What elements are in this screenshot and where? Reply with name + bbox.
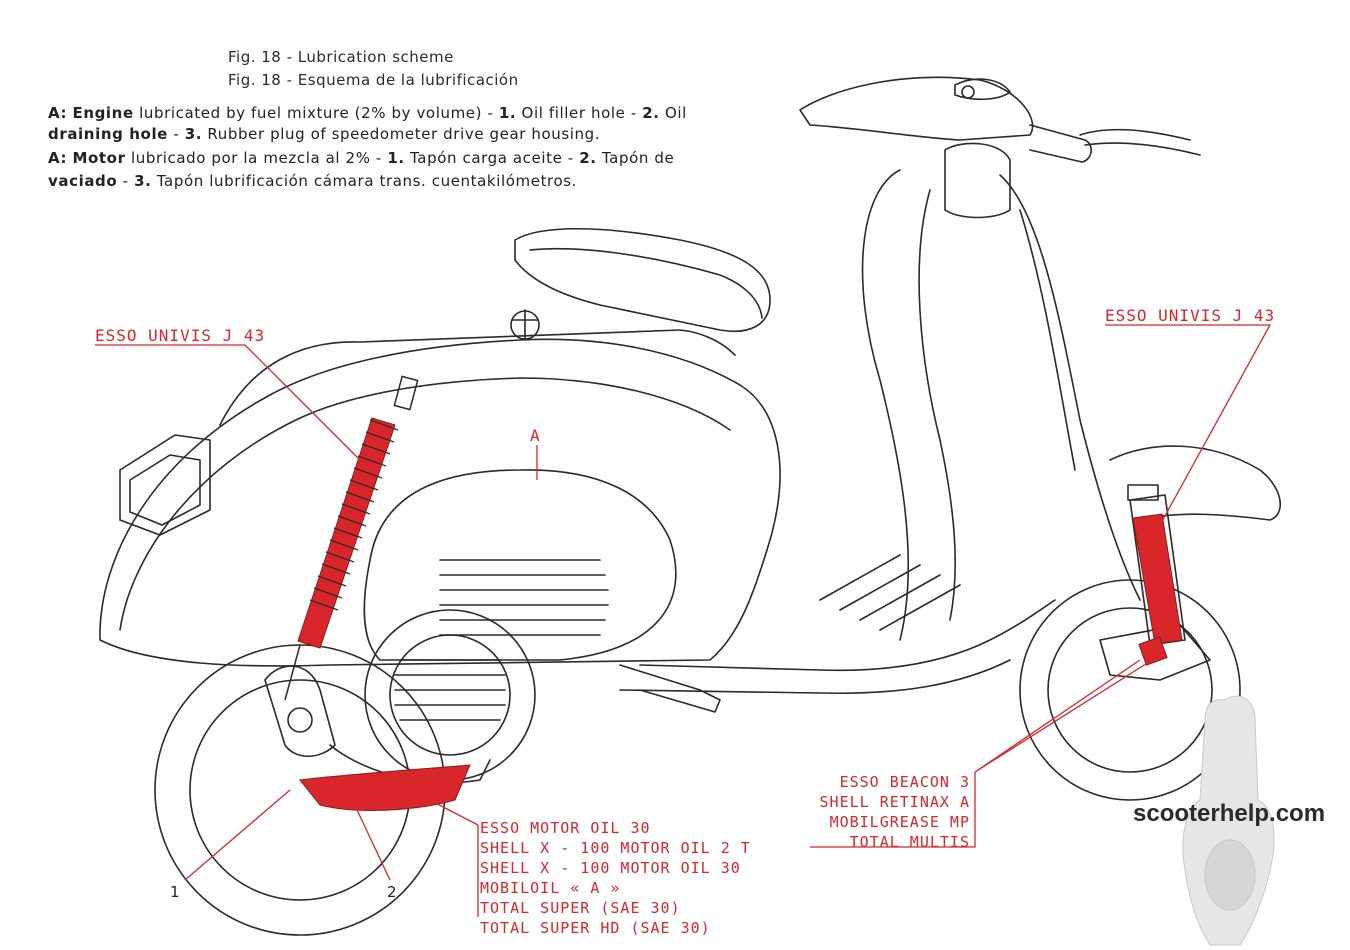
legend-english-line2: draining hole - 3. Rubber plug of speedo… bbox=[48, 125, 601, 143]
rear-shock-spring bbox=[309, 419, 399, 611]
seat-outline bbox=[514, 227, 771, 332]
floor-rails bbox=[819, 554, 961, 631]
hub-grease-item: SHELL RETINAX A bbox=[819, 793, 970, 811]
callout-2-oil-drain: 2 bbox=[387, 883, 397, 901]
engine-oil-item: SHELL X - 100 MOTOR OIL 30 bbox=[480, 859, 741, 877]
engine-label-A: A bbox=[530, 426, 541, 445]
rear-body-top-trim bbox=[219, 329, 736, 426]
legend-key: A: bbox=[48, 104, 68, 122]
rear-body-inner bbox=[119, 377, 731, 631]
legend-spanish-line1: A: Motor lubricado por la mezcla al 2% -… bbox=[48, 149, 675, 167]
leader-callout-2 bbox=[349, 794, 391, 881]
watermark-text: scooterhelp.com bbox=[1133, 800, 1326, 827]
engine-oil-item: MOBILOIL « A » bbox=[480, 879, 621, 897]
caption-english: Fig. 18 - Lubrication scheme bbox=[228, 48, 454, 66]
legend-english-line1: A: Engine lubricated by fuel mixture (2%… bbox=[48, 104, 687, 122]
leg-shield bbox=[861, 169, 1141, 641]
engine-oil-item: TOTAL SUPER HD (SAE 30) bbox=[480, 919, 711, 937]
engine-cover bbox=[363, 469, 677, 661]
hub-cap-highlight bbox=[1138, 636, 1168, 666]
legend-spanish-line2: vaciado - 3. Tapón lubrificación cámara … bbox=[48, 172, 578, 190]
kickstart-lever bbox=[619, 664, 721, 713]
rear-shock-mount bbox=[264, 665, 336, 757]
front-shock-label: ESSO UNIVIS J 43 bbox=[1105, 306, 1276, 325]
floorboard bbox=[639, 599, 1056, 672]
engine-oil-item: TOTAL SUPER (SAE 30) bbox=[480, 899, 681, 917]
leader-front-shock bbox=[1105, 324, 1272, 526]
right-grip bbox=[1029, 124, 1092, 163]
engine-cover-vents bbox=[439, 559, 609, 636]
leader-hub-greases bbox=[810, 654, 1161, 848]
engine-oil-item: SHELL X - 100 MOTOR OIL 2 T bbox=[480, 839, 751, 857]
hub-grease-item: ESSO BEACON 3 bbox=[839, 773, 970, 791]
hub-grease-list: ESSO BEACON 3 SHELL RETINAX A MOBILGREAS… bbox=[800, 772, 970, 852]
legend-engine-word: Engine bbox=[72, 104, 134, 122]
rear-body-outline bbox=[99, 338, 781, 667]
front-mudguard bbox=[1109, 445, 1282, 521]
caption-spanish: Fig. 18 - Esquema de la lubrificación bbox=[228, 71, 519, 89]
handlebar bbox=[799, 76, 1034, 141]
tail-light-outline bbox=[119, 434, 211, 536]
engine-oil-item: ESSO MOTOR OIL 30 bbox=[480, 819, 651, 837]
steering-column bbox=[944, 142, 1011, 219]
hub-grease-item: MOBILGREASE MP bbox=[829, 813, 970, 831]
front-wheel bbox=[1019, 579, 1241, 801]
engine-oil-list: ESSO MOTOR OIL 30 SHELL X - 100 MOTOR OI… bbox=[480, 818, 751, 938]
hub-grease-item: TOTAL MULTIS bbox=[849, 833, 970, 851]
leader-callout-1 bbox=[184, 789, 291, 881]
rear-shock-label: ESSO UNIVIS J 43 bbox=[95, 326, 266, 345]
cables bbox=[1079, 128, 1201, 156]
front-shock-highlight bbox=[1132, 513, 1183, 645]
leader-engine-oils bbox=[419, 794, 479, 917]
callout-1-oil-filler: 1 bbox=[170, 883, 180, 901]
front-shock-body bbox=[1129, 494, 1186, 646]
leader-rear-shock bbox=[95, 344, 371, 471]
